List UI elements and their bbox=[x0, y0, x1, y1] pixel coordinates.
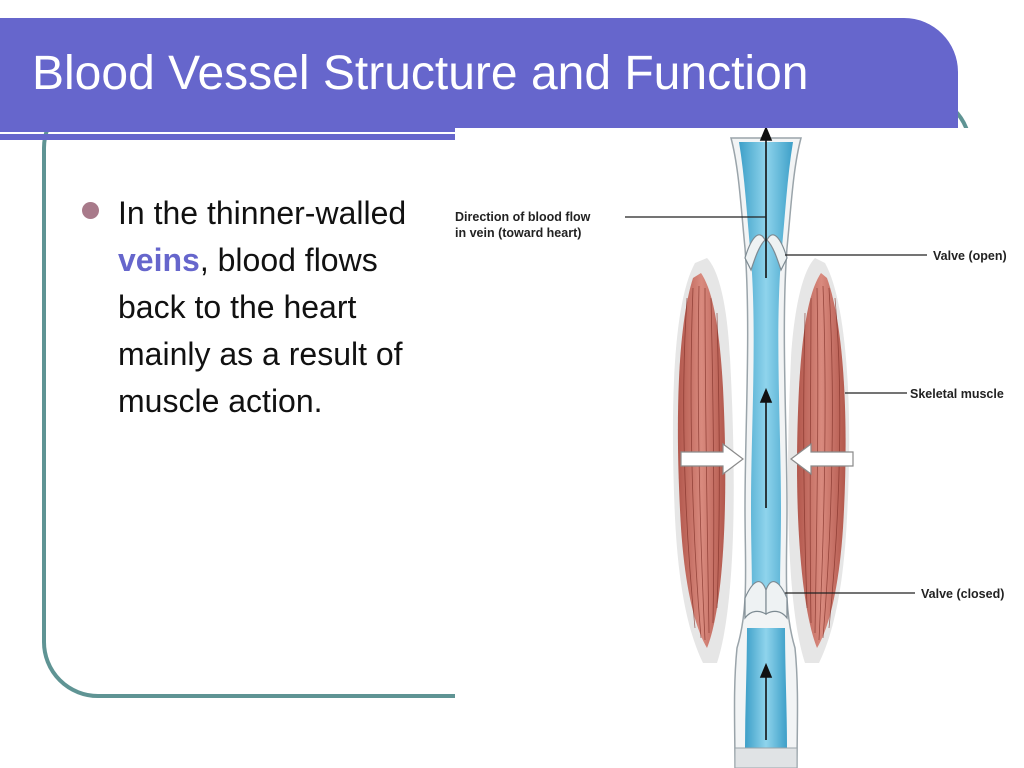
title-underline bbox=[0, 134, 460, 140]
title-bar bbox=[0, 18, 958, 132]
label-skeletal-muscle: Skeletal muscle bbox=[910, 387, 1004, 401]
label-valve-closed: Valve (closed) bbox=[921, 587, 1005, 601]
vein-diagram: Direction of blood flow in vein (toward … bbox=[455, 128, 1024, 768]
valve-closed-icon bbox=[744, 581, 788, 620]
vein-illustration bbox=[625, 128, 927, 768]
label-direction-line1: Direction of blood flow bbox=[455, 210, 591, 224]
bullet-text-pre: In the thinner-walled bbox=[118, 195, 407, 231]
compression-arrows bbox=[680, 442, 854, 476]
bullet-text-post: , blood flows back to the heart mainly a… bbox=[118, 242, 403, 419]
slide-title: Blood Vessel Structure and Function bbox=[32, 47, 809, 100]
valve-open-icon bbox=[744, 234, 788, 272]
vein-cut-end bbox=[734, 747, 798, 768]
flow-arrows bbox=[759, 128, 773, 740]
bullet-emphasis: veins bbox=[118, 242, 200, 278]
leader-lines bbox=[625, 216, 927, 594]
label-direction-of-flow: Direction of blood flow in vein (toward … bbox=[455, 209, 590, 241]
bullet-text: In the thinner-walled veins, blood flows… bbox=[118, 190, 448, 425]
content-area: In the thinner-walled veins, blood flows… bbox=[82, 190, 454, 425]
bullet-item: In the thinner-walled veins, blood flows… bbox=[82, 190, 454, 425]
bullet-icon bbox=[82, 202, 99, 219]
label-valve-open: Valve (open) bbox=[933, 249, 1007, 263]
label-direction-line2: in vein (toward heart) bbox=[455, 226, 582, 240]
